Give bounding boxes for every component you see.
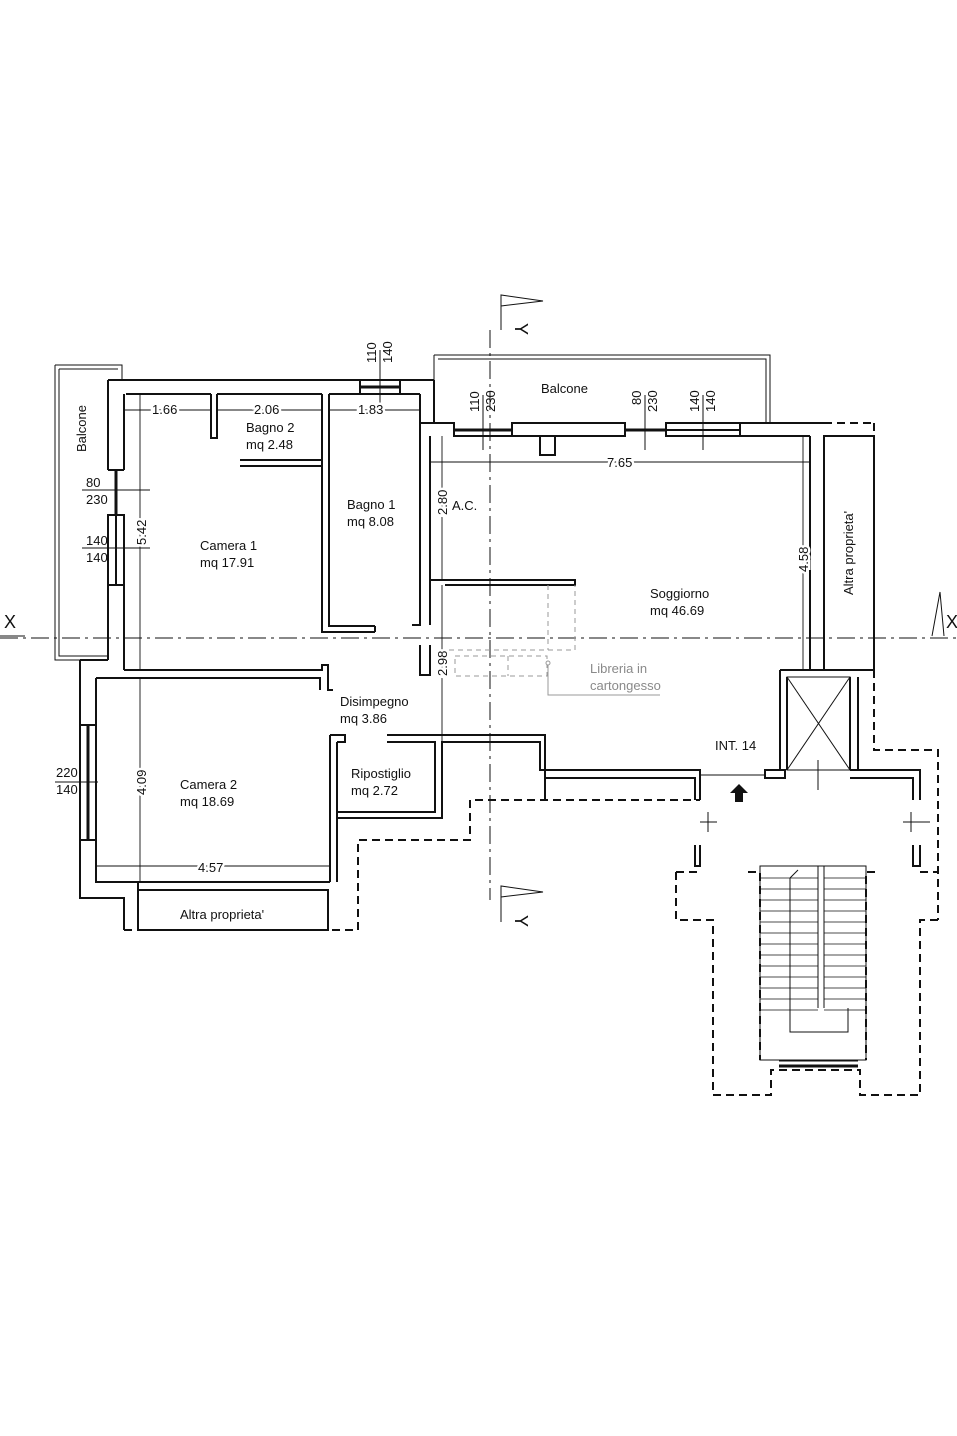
room-camera2-name: Camera 2	[180, 777, 237, 792]
room-camera1-name: Camera 1	[200, 538, 257, 553]
win7-bot: 140	[56, 782, 78, 797]
dim-765: 7.65	[607, 455, 632, 470]
room-camera2-area: mq 18.69	[180, 794, 234, 809]
dim-183: 1.83	[358, 402, 383, 417]
dim-458: 4.58	[796, 547, 811, 572]
balcone-top-label: Balcone	[541, 381, 588, 396]
room-disimpegno-area: mq 3.86	[340, 711, 387, 726]
room-bagno2-area: mq 2.48	[246, 437, 293, 452]
room-ripostiglio-area: mq 2.72	[351, 783, 398, 798]
win4-top: 140	[687, 390, 702, 412]
dashed-walls	[124, 422, 939, 1096]
dimension-lines	[55, 350, 930, 882]
int-label: INT. 14	[715, 738, 756, 753]
win6-bot: 140	[86, 550, 108, 565]
dim-542: 5.42	[134, 520, 149, 545]
axis-x-right-label: X	[946, 612, 957, 632]
libreria-label-line1: Libreria in	[590, 661, 647, 676]
altra-proprieta-right-label: Altra proprieta'	[841, 511, 856, 595]
dim-409: 4.09	[134, 770, 149, 795]
win4-bot: 140	[703, 390, 718, 412]
dim-298: 2.98	[435, 651, 450, 676]
win5-top: 80	[86, 475, 100, 490]
win3-top: 80	[629, 391, 644, 405]
dim-457: 4.57	[198, 860, 223, 875]
balcone-left-label: Balcone	[74, 405, 89, 452]
entry-arrow-icon	[730, 784, 748, 802]
walls	[79, 379, 921, 930]
window-labels: 110 140 110 230 80 230 140 140 80 230 14…	[56, 341, 718, 797]
room-disimpegno-name: Disimpegno	[340, 694, 409, 709]
win5-bot: 230	[86, 492, 108, 507]
win1-bot: 140	[380, 341, 395, 363]
win7-top: 220	[56, 765, 78, 780]
axis-x-left-label: X	[4, 612, 16, 632]
axis-y-bottom-label: Y	[511, 915, 531, 927]
room-bagno1-name: Bagno 1	[347, 497, 395, 512]
room-bagno2-name: Bagno 2	[246, 420, 294, 435]
dim-280: 2.80	[435, 490, 450, 515]
ac-label: A.C.	[452, 498, 477, 513]
axis-y-top-label: Y	[511, 323, 531, 335]
win6-top: 140	[86, 533, 108, 548]
win2-bot: 230	[483, 390, 498, 412]
dimension-labels: 1.66 2.06 1.83 7.65 4.57 5.42 4.09 2.80 …	[132, 400, 814, 878]
room-ripostiglio-name: Ripostiglio	[351, 766, 411, 781]
balcony-top	[433, 354, 771, 423]
win2-top: 110	[467, 391, 482, 412]
room-soggiorno-name: Soggiorno	[650, 586, 709, 601]
altra-proprieta-bottom-label: Altra proprieta'	[180, 907, 264, 922]
bookshelf-outline	[440, 585, 660, 696]
section-axes	[0, 294, 957, 922]
dim-166: 1.66	[152, 402, 177, 417]
stair-steps	[760, 877, 866, 1011]
room-camera1-area: mq 17.91	[200, 555, 254, 570]
dim-206: 2.06	[254, 402, 279, 417]
libreria-label-line2: cartongesso	[590, 678, 661, 693]
win1-top: 110	[364, 342, 379, 363]
win3-bot: 230	[645, 390, 660, 412]
room-soggiorno-area: mq 46.69	[650, 603, 704, 618]
room-bagno1-area: mq 8.08	[347, 514, 394, 529]
other-property-boxes	[137, 435, 875, 931]
